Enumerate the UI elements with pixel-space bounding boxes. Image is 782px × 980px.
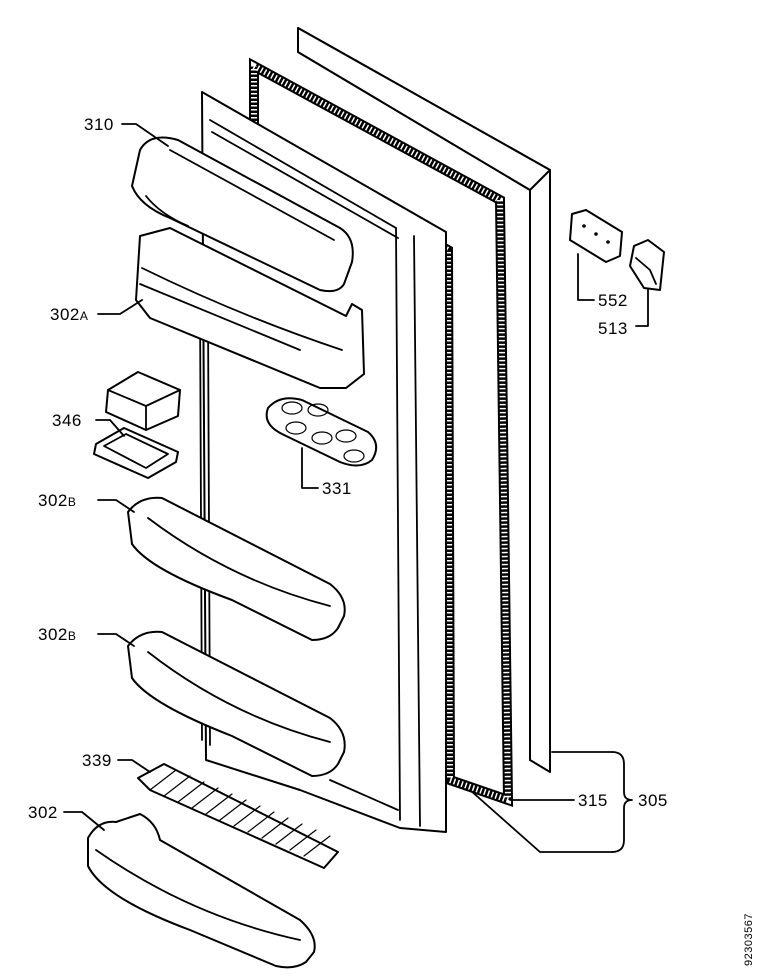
part-513-hinge-bracket xyxy=(629,239,665,291)
label-302a: 302A xyxy=(50,305,88,324)
leader-lines xyxy=(63,123,649,853)
part-310-cover xyxy=(131,136,354,293)
label-302b-1-suffix: B xyxy=(68,495,77,509)
door-outer-panel xyxy=(297,27,551,773)
label-331: 331 xyxy=(322,479,352,498)
label-305: 305 xyxy=(638,791,668,810)
label-315: 315 xyxy=(578,791,608,810)
drawing-reference-number: 92303567 xyxy=(743,913,755,966)
label-346: 346 xyxy=(52,411,82,430)
label-302b-2-number: 302 xyxy=(38,625,68,644)
label-339: 339 xyxy=(82,751,112,770)
part-302-bottom-shelf xyxy=(87,813,316,969)
label-302a-suffix: A xyxy=(80,309,89,323)
part-302b-shelf-1 xyxy=(127,496,346,641)
label-302b-1: 302B xyxy=(38,491,76,510)
part-339-grill xyxy=(137,763,339,869)
label-302b-1-number: 302 xyxy=(38,491,68,510)
label-302a-number: 302 xyxy=(50,305,80,324)
part-552-hinge-plate xyxy=(569,209,623,263)
label-513: 513 xyxy=(598,319,628,338)
part-302b-shelf-2 xyxy=(127,630,346,777)
part-331-egg-tray xyxy=(265,397,378,467)
part-302a-shelf xyxy=(135,227,365,389)
label-302b-2: 302B xyxy=(38,625,76,644)
label-302b-2-suffix: B xyxy=(68,629,77,643)
label-310: 310 xyxy=(84,115,114,134)
label-302: 302 xyxy=(28,803,58,822)
label-552: 552 xyxy=(598,291,628,310)
part-346-butter-box xyxy=(93,371,181,479)
